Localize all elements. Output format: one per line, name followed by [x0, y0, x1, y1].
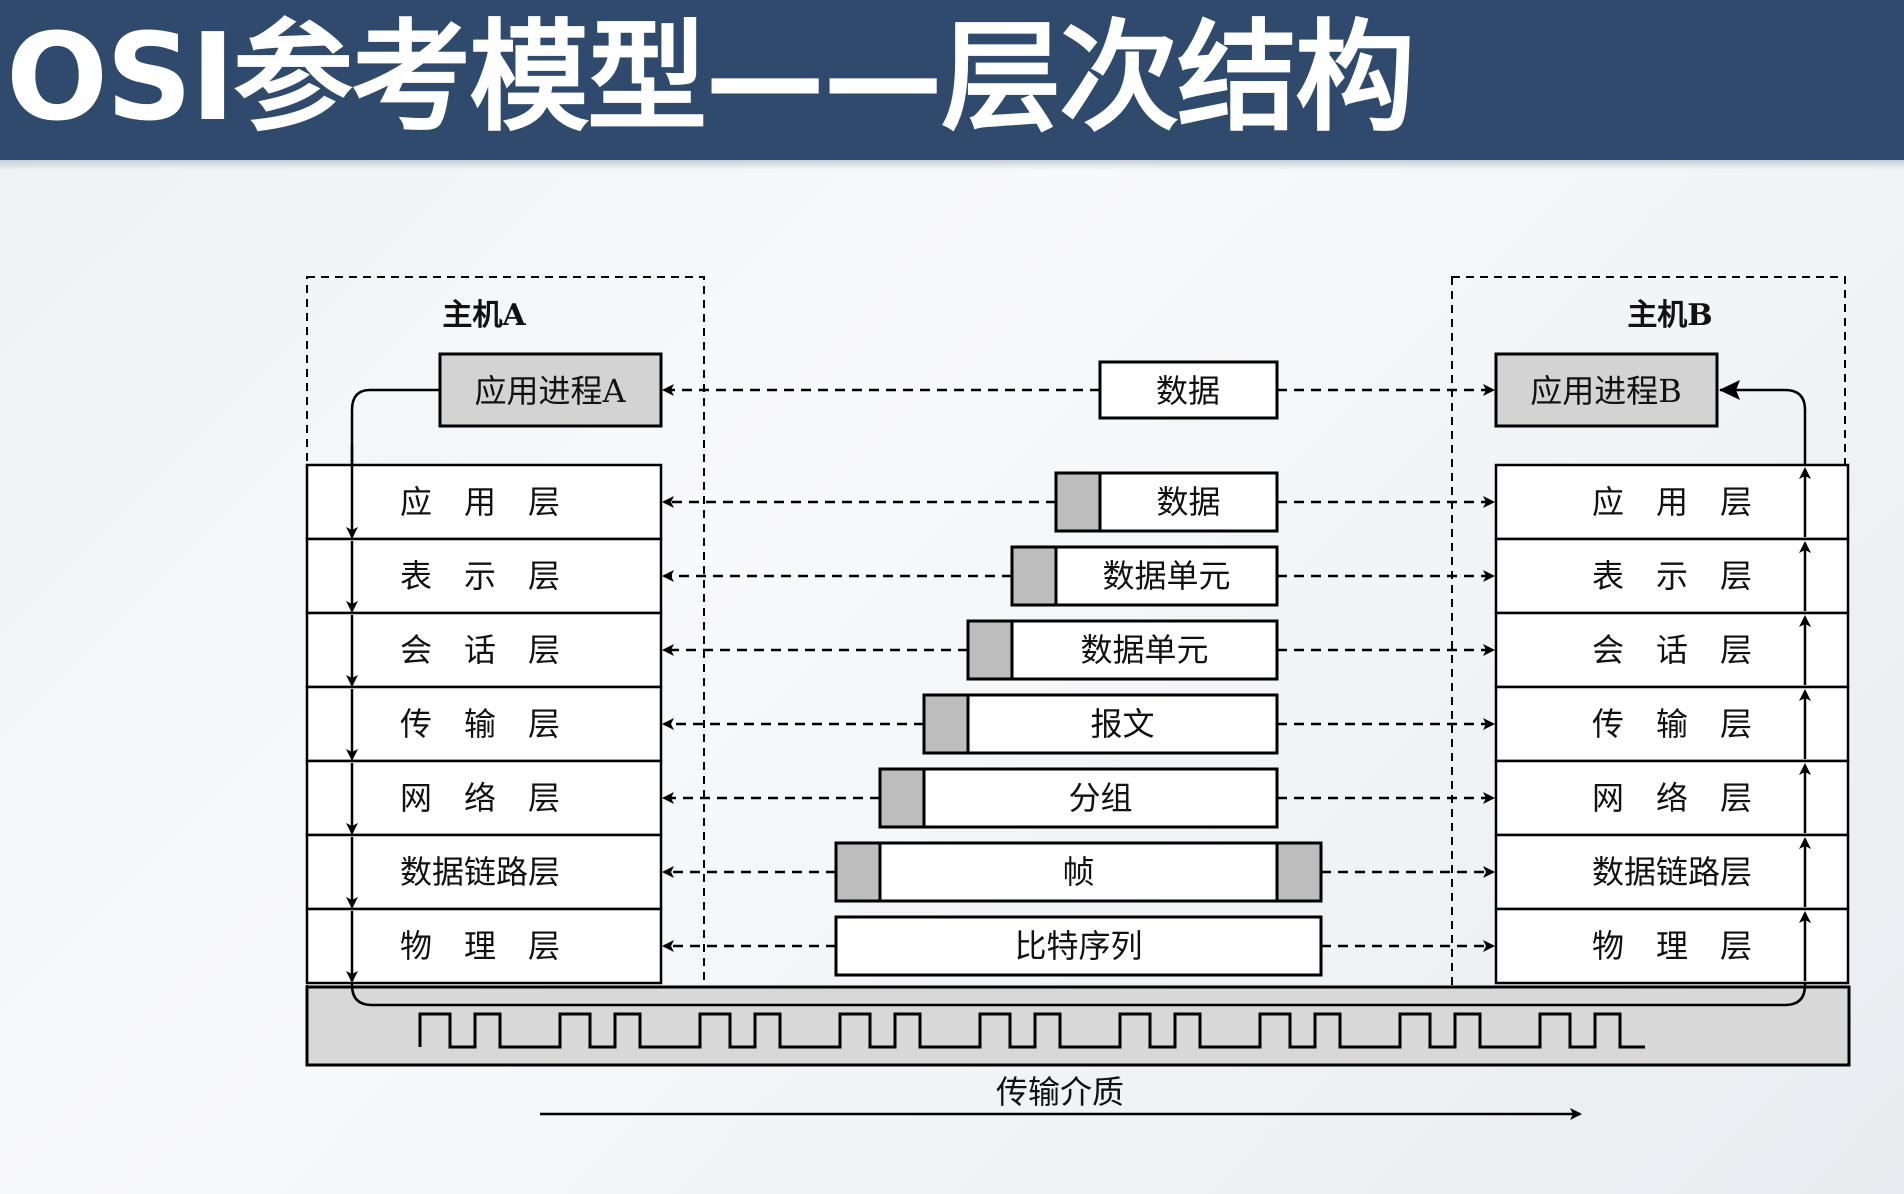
host-b-layer-cell [1494, 759, 1850, 837]
medium-label: 传输介质 [996, 1073, 1124, 1111]
host-b-layer-label: 物 理 层 [1592, 927, 1752, 965]
host-a-layer-label: 物 理 层 [400, 927, 560, 965]
host-a-layer-label: 网 络 层 [400, 779, 560, 817]
host-b-layer-cell [1494, 463, 1850, 541]
host-a-layer-cell [305, 463, 663, 541]
page-title: OSI参考模型——层次结构 [6, 9, 1415, 148]
title-bar: OSI参考模型——层次结构 [0, 0, 1904, 160]
unit-label: 数据单元 [1102, 557, 1230, 595]
medium-bar [305, 985, 1851, 1067]
unit-label: 分组 [1068, 779, 1132, 817]
arrow-into-process-b [1719, 380, 1740, 400]
host-a-layer-cell [305, 685, 663, 763]
unit-label: 报文 [1090, 705, 1154, 743]
host-b-layer-cell [1494, 537, 1850, 615]
host-a-layer-cell [305, 537, 663, 615]
unit-header [834, 841, 882, 903]
top-data-label: 数据 [1156, 372, 1220, 410]
host-b-layer-label: 表 示 层 [1592, 557, 1752, 595]
host-a-layer-label: 应 用 层 [400, 483, 560, 521]
host-b-layer-label: 网 络 层 [1592, 779, 1752, 817]
unit-box [878, 767, 1279, 829]
host-a-layer-label: 数据链路层 [400, 853, 560, 891]
bit-waveform [418, 1012, 1645, 1049]
host-a-layer-label: 表 示 层 [400, 557, 560, 595]
unit-header [1010, 545, 1058, 607]
layers-group: 应 用 层应 用 层数据表 示 层表 示 层数据单元会 话 层会 话 层数据单元… [305, 445, 1850, 985]
process-a-label: 应用进程A [474, 372, 626, 410]
host-b-layer-cell [1494, 833, 1850, 911]
host-b-layer-cell [1494, 685, 1850, 763]
process-b-box [1494, 352, 1719, 428]
flow-path-a [350, 388, 1807, 1007]
host-b-layer-cell [1494, 611, 1850, 689]
host-b-layer-label: 应 用 层 [1592, 483, 1752, 521]
host-a-layer-label: 传 输 层 [400, 705, 560, 743]
host-b-layer-label: 传 输 层 [1592, 705, 1752, 743]
unit-header [1054, 471, 1102, 533]
unit-trailer [1275, 841, 1323, 903]
unit-label: 比特序列 [1014, 927, 1142, 965]
unit-box [834, 915, 1323, 977]
host-a-layer-cell [305, 611, 663, 689]
host-b-layer-cell [1494, 907, 1850, 985]
host-b-layer-label: 数据链路层 [1592, 853, 1752, 891]
unit-label: 帧 [1062, 853, 1094, 891]
host-a-layer-cell [305, 759, 663, 837]
unit-header [922, 693, 970, 755]
unit-header [878, 767, 926, 829]
host-a-layer-label: 会 话 层 [400, 631, 560, 669]
unit-label: 数据 [1156, 483, 1220, 521]
unit-header [966, 619, 1014, 681]
host-b-label: 主机B [1627, 298, 1712, 333]
host-a-layer-cell [305, 907, 663, 985]
host-a-label: 主机A [442, 298, 526, 333]
process-b-label: 应用进程B [1530, 372, 1682, 410]
host-b-layer-label: 会 话 层 [1592, 631, 1752, 669]
host-a-layer-cell [305, 833, 663, 911]
unit-label: 数据单元 [1080, 631, 1208, 669]
title-bar-shadow [0, 160, 1904, 170]
